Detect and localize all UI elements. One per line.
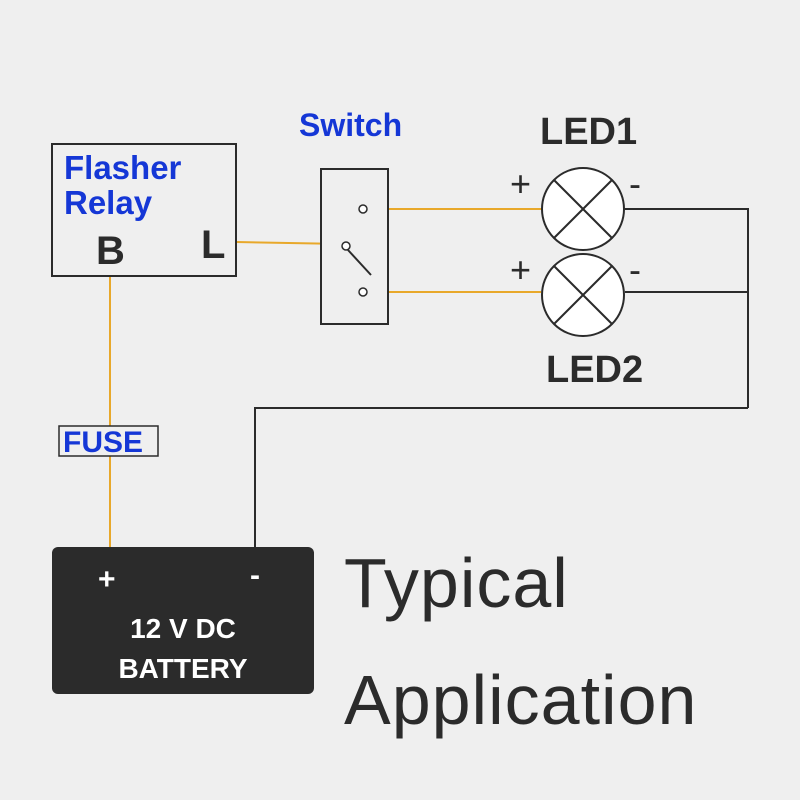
- relay-terminal-b: B: [96, 229, 125, 273]
- led2-cross-b: [553, 265, 613, 325]
- led2-plus: +: [510, 249, 531, 290]
- fuse-box: [58, 425, 159, 457]
- switch-contact-top: [358, 204, 368, 214]
- fuse-label: FUSE: [63, 426, 143, 459]
- led2: + - LED2: [510, 249, 643, 391]
- battery-label-line2: BATTERY: [118, 653, 247, 684]
- led2-label: LED2: [546, 349, 643, 391]
- relay-terminal-l: L: [201, 223, 225, 267]
- switch: Switch: [299, 107, 402, 325]
- fuse: FUSE: [58, 425, 159, 459]
- battery-label-line1: 12 V DC: [130, 613, 236, 644]
- led1: LED1 + -: [510, 111, 641, 251]
- flasher-relay: Flasher Relay B L: [51, 143, 237, 277]
- led1-label: LED1: [540, 111, 637, 153]
- battery-minus: -: [250, 559, 260, 592]
- positive-wires: [109, 208, 541, 548]
- flasher-relay-box: [51, 143, 237, 277]
- battery: + - 12 V DC BATTERY: [52, 547, 314, 694]
- wire-led1-negative: [625, 208, 749, 408]
- switch-contact-common: [341, 241, 351, 251]
- switch-label: Switch: [299, 107, 402, 143]
- led1-cross-b: [553, 179, 613, 239]
- battery-body: [52, 547, 314, 694]
- flasher-relay-label-line2: Relay: [64, 184, 153, 221]
- title-line2: Application: [344, 661, 698, 739]
- led1-plus: +: [510, 163, 531, 204]
- wire-ground-return: [254, 407, 748, 548]
- battery-plus: +: [98, 563, 116, 596]
- switch-lever: [347, 249, 372, 276]
- flasher-relay-label-line1: Flasher: [64, 149, 182, 186]
- negative-wires: [254, 208, 749, 548]
- switch-contact-bottom: [358, 287, 368, 297]
- switch-body: [320, 168, 389, 325]
- title-line1: Typical: [344, 544, 569, 622]
- led1-minus: -: [629, 163, 641, 204]
- led2-minus: -: [629, 249, 641, 290]
